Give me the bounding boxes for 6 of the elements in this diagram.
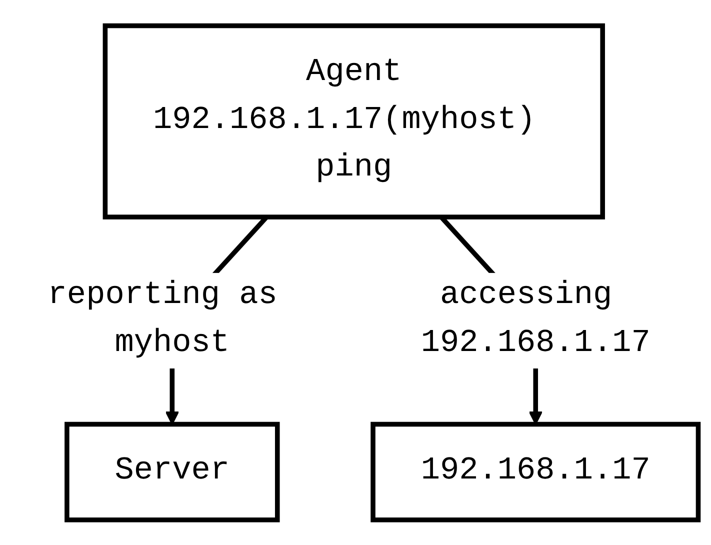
node-box (64, 422, 280, 522)
edge-label: accessing 192.168.1.17 (420, 277, 650, 362)
node-box (102, 23, 605, 220)
edge-label: reporting as myhost (48, 277, 278, 362)
node-box (370, 422, 701, 522)
flow-diagram: reporting as myhost accessing 192.168.1.17 Server Agent 192.168.1.17(myhost) ping 192.168.1.17 (0, 12, 711, 532)
